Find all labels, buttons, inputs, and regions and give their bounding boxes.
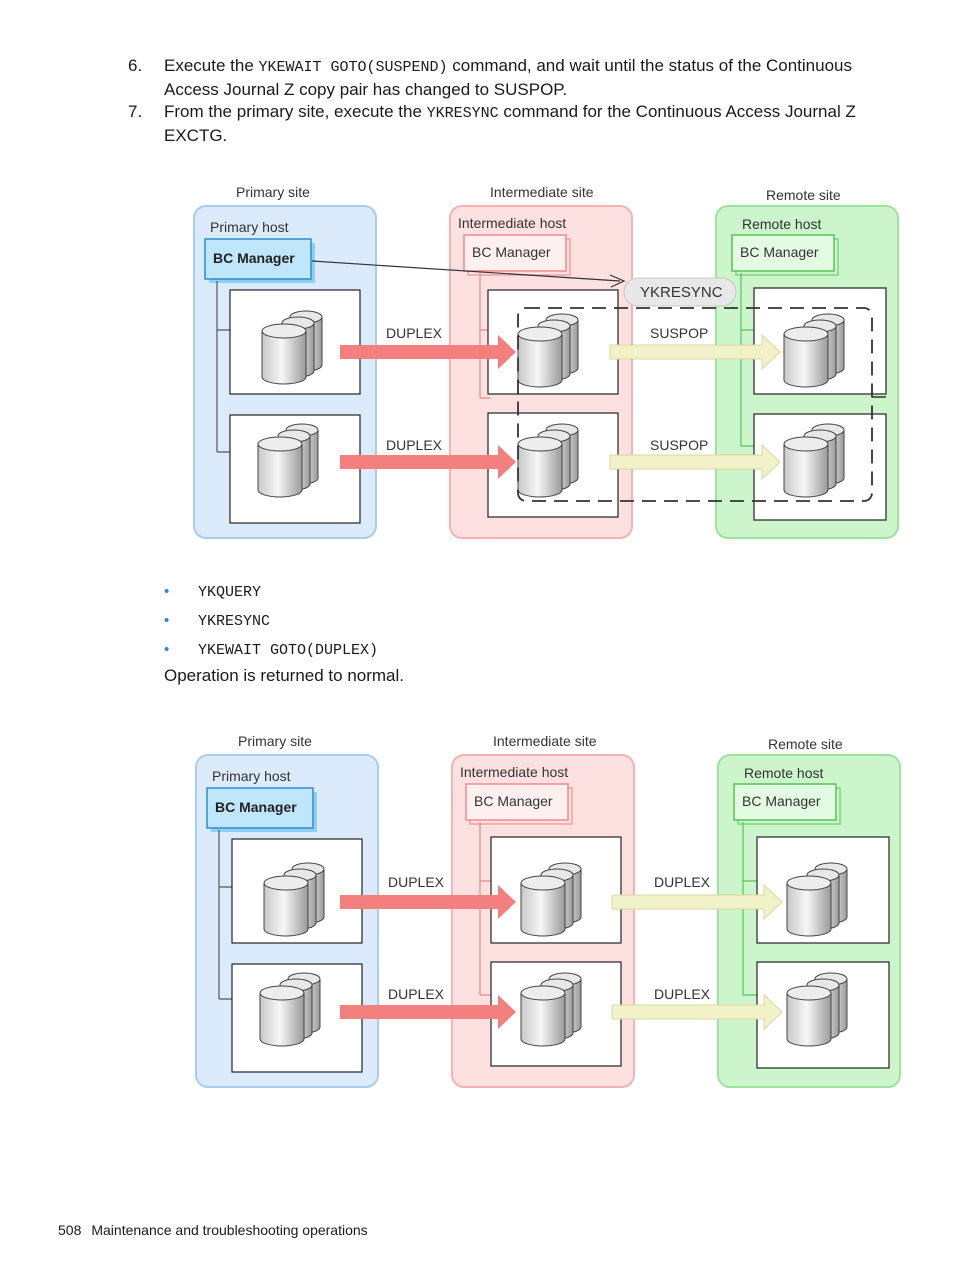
intermediate-host-label: Intermediate host — [458, 215, 566, 231]
duplex-arrow-4 — [611, 993, 783, 1031]
command-arrowhead-icon — [609, 274, 626, 288]
pair-label-left-2: DUPLEX — [386, 437, 443, 453]
pair-label-right-1: SUSPOP — [650, 325, 708, 341]
duplex-arrow-3 — [611, 883, 783, 921]
bc-manager-remote-box — [731, 234, 835, 272]
suspop-arrow-1 — [609, 333, 781, 371]
primary-host-label: Primary host — [212, 768, 291, 784]
command-bubble-label: YKRESYNC — [640, 284, 723, 301]
remote-host-label: Remote host — [742, 216, 821, 232]
intermediate-site-label: Intermediate site — [490, 184, 594, 200]
step-7: 7. From the primary site, execute the YK… — [128, 101, 888, 147]
bc-manager-remote-label: BC Manager — [742, 793, 821, 809]
bc-manager-intermediate-label: BC Manager — [474, 793, 553, 809]
list-item: • YKRESYNC — [162, 609, 378, 638]
bullet-text: YKQUERY — [198, 584, 262, 601]
step-text-before: From the primary site, execute the — [164, 102, 427, 121]
step-number: 6. — [128, 56, 143, 75]
bc-manager-primary-box — [204, 238, 312, 280]
bullet-text: YKEWAIT GOTO(DUPLEX) — [198, 642, 379, 659]
pair-label-right-2: DUPLEX — [654, 986, 711, 1002]
remote-site-label: Remote site — [768, 736, 843, 752]
bullet-text: YKRESYNC — [198, 613, 271, 630]
suspop-arrow-2 — [609, 443, 781, 481]
command-bullet-list: • YKQUERY • YKRESYNC • YKEWAIT GOTO(DUPLEX) — [162, 580, 378, 667]
primary-site-label: Primary site — [238, 733, 312, 749]
bc-manager-intermediate-box — [463, 234, 567, 272]
command-inline: YKRESYNC — [426, 105, 499, 122]
duplex-arrow-1 — [340, 335, 516, 369]
bc-manager-intermediate-box — [465, 783, 569, 821]
intermediate-host-label: Intermediate host — [460, 764, 568, 780]
primary-site-label: Primary site — [236, 184, 310, 200]
list-item: • YKQUERY — [162, 580, 378, 609]
duplex-arrow-2 — [340, 995, 516, 1029]
primary-host-label: Primary host — [210, 219, 289, 235]
pair-label-right-1: DUPLEX — [654, 874, 711, 890]
diagram-normal: Primary site Intermediate site Remote si… — [195, 733, 901, 1088]
bc-manager-primary-label: BC Manager — [213, 250, 295, 266]
duplex-arrow-1 — [340, 885, 516, 919]
page-footer: 508 Maintenance and troubleshooting opera… — [58, 1222, 368, 1238]
step-text: From the primary site, execute the YKRES… — [164, 101, 888, 147]
list-item: • YKEWAIT GOTO(DUPLEX) — [162, 638, 378, 667]
remote-host-label: Remote host — [744, 765, 823, 781]
remote-site-label: Remote site — [766, 187, 841, 203]
page-number: 508 — [58, 1222, 82, 1238]
bullet-icon: • — [164, 612, 170, 629]
pair-label-left-2: DUPLEX — [388, 986, 445, 1002]
command-arrow-line — [311, 260, 621, 282]
bc-manager-intermediate-label: BC Manager — [472, 244, 551, 260]
step-6: 6. Execute the YKEWAIT GOTO(SUSPEND) com… — [128, 55, 888, 101]
exctg-group-border — [517, 307, 873, 502]
bc-manager-remote-label: BC Manager — [740, 244, 819, 260]
bullet-icon: • — [164, 641, 170, 658]
primary-host-connection — [218, 830, 232, 1000]
step-text-after: command for the Continuous Access Journa… — [164, 102, 856, 145]
pair-label-right-2: SUSPOP — [650, 437, 708, 453]
pair-label-left-1: DUPLEX — [388, 874, 445, 890]
step-number: 7. — [128, 102, 143, 121]
command-inline: YKEWAIT GOTO(SUSPEND) — [258, 59, 448, 76]
section-title: Maintenance and troubleshooting operatio… — [91, 1222, 368, 1238]
step-text: Execute the YKEWAIT GOTO(SUSPEND) comman… — [164, 55, 888, 101]
primary-host-connection — [216, 281, 230, 453]
diagram-resync: Primary site Intermediate site Remote si… — [193, 184, 899, 539]
bc-manager-primary-box — [206, 787, 314, 829]
bc-manager-remote-box — [733, 783, 837, 821]
result-paragraph: Operation is returned to normal. — [164, 666, 405, 685]
intermediate-site-label: Intermediate site — [493, 733, 597, 749]
step-text-before: Execute the — [164, 56, 259, 75]
command-bubble — [623, 277, 737, 307]
pair-label-left-1: DUPLEX — [386, 325, 443, 341]
bullet-icon: • — [164, 583, 170, 600]
duplex-arrow-2 — [340, 445, 516, 479]
bc-manager-primary-label: BC Manager — [215, 799, 297, 815]
step-text-after: command, and wait until the status of th… — [164, 56, 853, 99]
